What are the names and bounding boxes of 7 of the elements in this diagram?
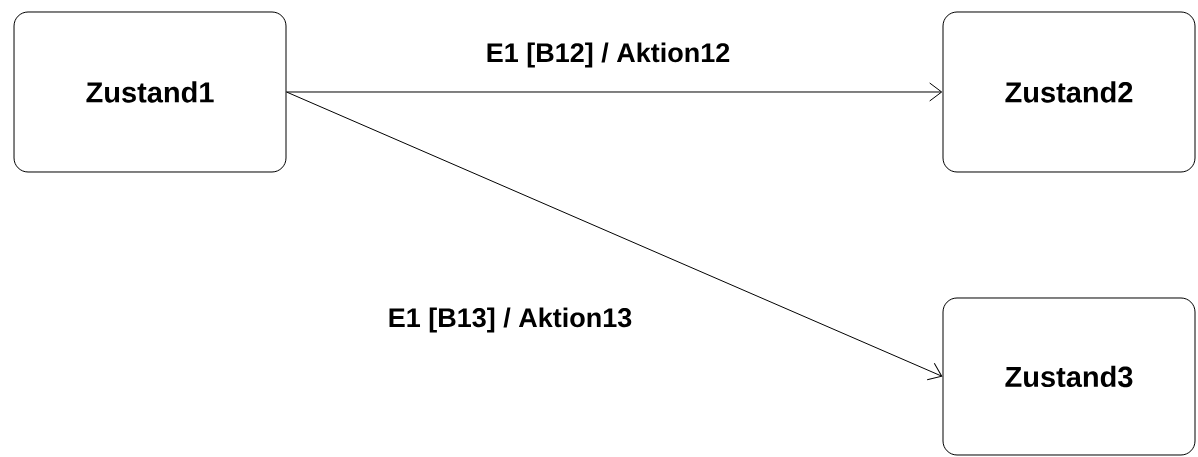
state-box: Zustand2 <box>942 11 1196 173</box>
edge-label: E1 [B12] / Aktion12 <box>483 40 733 70</box>
state-box: Zustand3 <box>942 297 1196 456</box>
state-box: Zustand1 <box>13 11 287 173</box>
edge-label: E1 [B13] / Aktion13 <box>385 305 635 335</box>
arrow <box>286 91 943 381</box>
arrow <box>286 82 943 102</box>
